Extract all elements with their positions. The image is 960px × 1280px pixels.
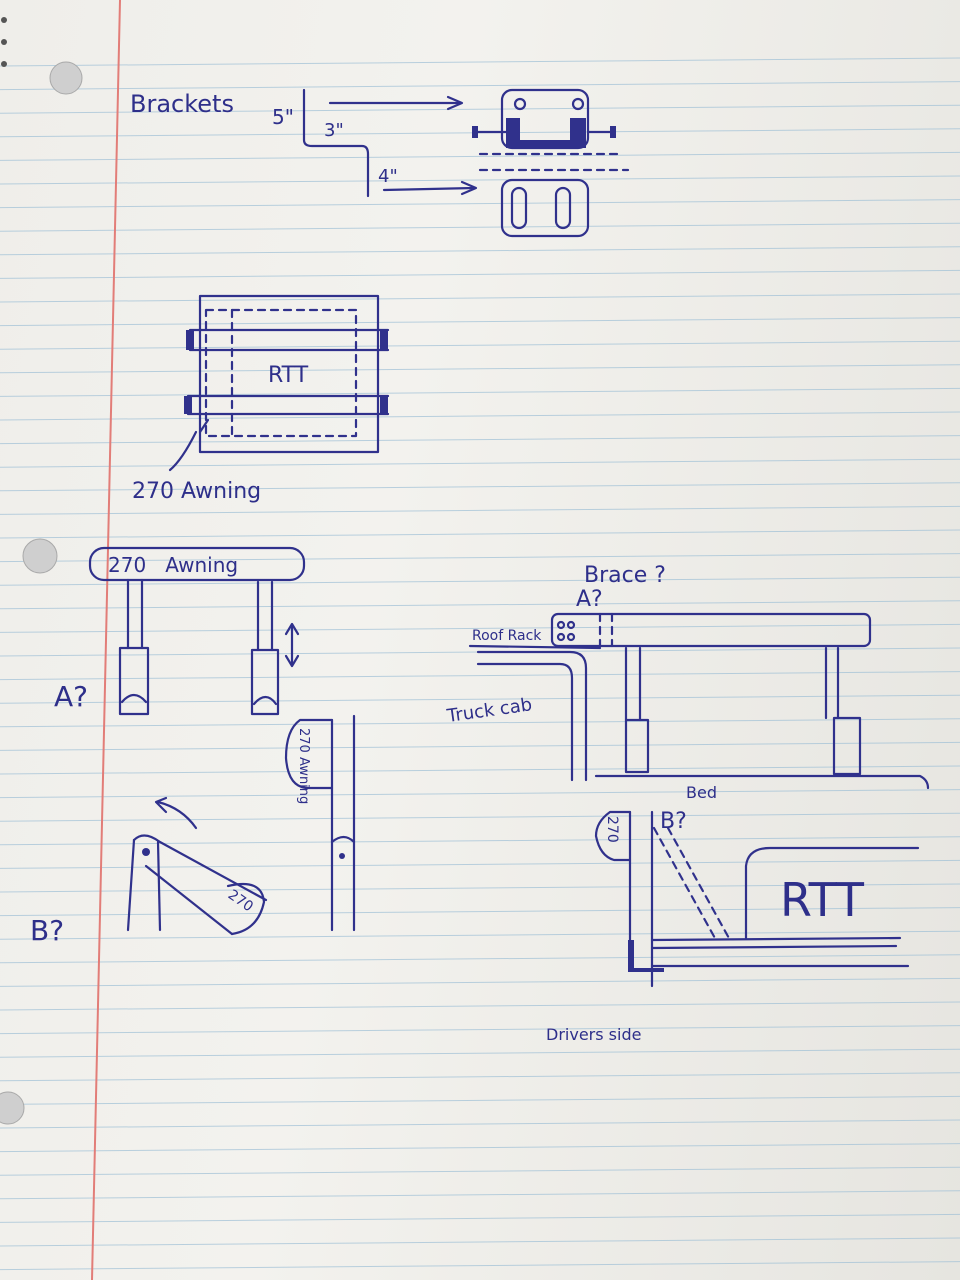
drivers-side-label: Drivers side xyxy=(546,1025,641,1044)
rtt-side-label: RTT xyxy=(780,873,865,927)
dimension-4-label: 4" xyxy=(378,166,398,187)
ruled-line xyxy=(0,1072,960,1082)
ruled-line xyxy=(0,859,960,869)
ruled-line xyxy=(0,718,960,728)
ruled-line xyxy=(0,1048,960,1058)
ruled-line xyxy=(0,553,960,563)
ruled-line xyxy=(0,364,960,374)
ruled-line xyxy=(0,1166,960,1176)
ruled-line xyxy=(0,600,960,610)
ruled-line xyxy=(0,529,960,539)
ruled-line xyxy=(0,293,960,303)
punch-holes xyxy=(0,17,83,1125)
margin-line xyxy=(91,0,121,1280)
ruled-line xyxy=(0,81,960,91)
brace-label: Brace ? xyxy=(584,563,666,588)
ruled-line xyxy=(0,411,960,421)
ruled-line xyxy=(0,246,960,256)
dimension-3-label: 3" xyxy=(324,120,344,141)
awning-side-label: 270 xyxy=(604,816,620,843)
ruled-line xyxy=(0,505,960,515)
vertical-awning-sketch xyxy=(284,714,356,932)
bracket-base-view xyxy=(500,178,590,238)
ruled-line xyxy=(0,671,960,681)
ruled-line xyxy=(0,930,960,940)
ruled-line xyxy=(0,269,960,279)
rtt-top-view xyxy=(168,294,390,472)
swing-arm-sketch xyxy=(126,796,268,936)
ruled-line xyxy=(0,954,960,964)
ruled-line xyxy=(0,812,960,822)
ruled-line xyxy=(0,741,960,751)
ruled-line xyxy=(0,1025,960,1035)
bracket-profile xyxy=(302,88,370,198)
ruled-line xyxy=(0,104,960,114)
truck-side-sketch xyxy=(468,612,930,790)
ruled-line xyxy=(0,836,960,846)
bed-label: Bed xyxy=(686,783,717,802)
ruled-line xyxy=(0,694,960,704)
dimension-5-label: 5" xyxy=(272,105,294,129)
ruled-lines xyxy=(0,57,960,1271)
ruled-line xyxy=(0,435,960,445)
ruled-line xyxy=(0,317,960,327)
ruled-line xyxy=(0,1119,960,1129)
b-question-right: B? xyxy=(660,809,687,834)
ruled-line xyxy=(0,1237,960,1247)
awning-270-label-top: 270 Awning xyxy=(132,479,261,504)
ruled-line xyxy=(0,458,960,468)
drivers-side-sketch xyxy=(594,810,920,988)
rtt-top-label: RTT xyxy=(268,363,309,388)
ruled-line xyxy=(0,199,960,209)
ruled-line xyxy=(0,387,960,397)
awning-bar-label: 270 Awning xyxy=(108,553,238,577)
ruled-line xyxy=(0,340,960,350)
awning-vertical-label: 270 Awning xyxy=(296,728,311,804)
bracket-front-view xyxy=(472,88,630,172)
ruled-line xyxy=(0,1095,960,1105)
ruled-line xyxy=(0,576,960,586)
ruled-line xyxy=(0,623,960,633)
arrow-upper xyxy=(328,95,464,111)
ruled-line xyxy=(0,765,960,775)
brackets-title: Brackets xyxy=(130,90,234,118)
ruled-line xyxy=(0,1143,960,1153)
ruled-line xyxy=(0,151,960,161)
ruled-line xyxy=(0,1213,960,1223)
ruled-line xyxy=(0,482,960,492)
b-question-left: B? xyxy=(30,914,64,947)
a-question-right: A? xyxy=(576,587,603,612)
a-question-left: A? xyxy=(54,680,88,713)
ruled-line xyxy=(0,1261,960,1271)
ruled-line xyxy=(0,57,960,67)
ruled-line xyxy=(0,789,960,799)
arrow-lower xyxy=(382,180,478,196)
ruled-line xyxy=(0,977,960,987)
ruled-line xyxy=(0,1001,960,1011)
ruled-line xyxy=(0,175,960,185)
roof-rack-label: Roof Rack xyxy=(472,628,542,644)
ruled-line xyxy=(0,1190,960,1200)
awning-bar-sketch xyxy=(88,546,306,716)
ruled-line xyxy=(0,222,960,232)
